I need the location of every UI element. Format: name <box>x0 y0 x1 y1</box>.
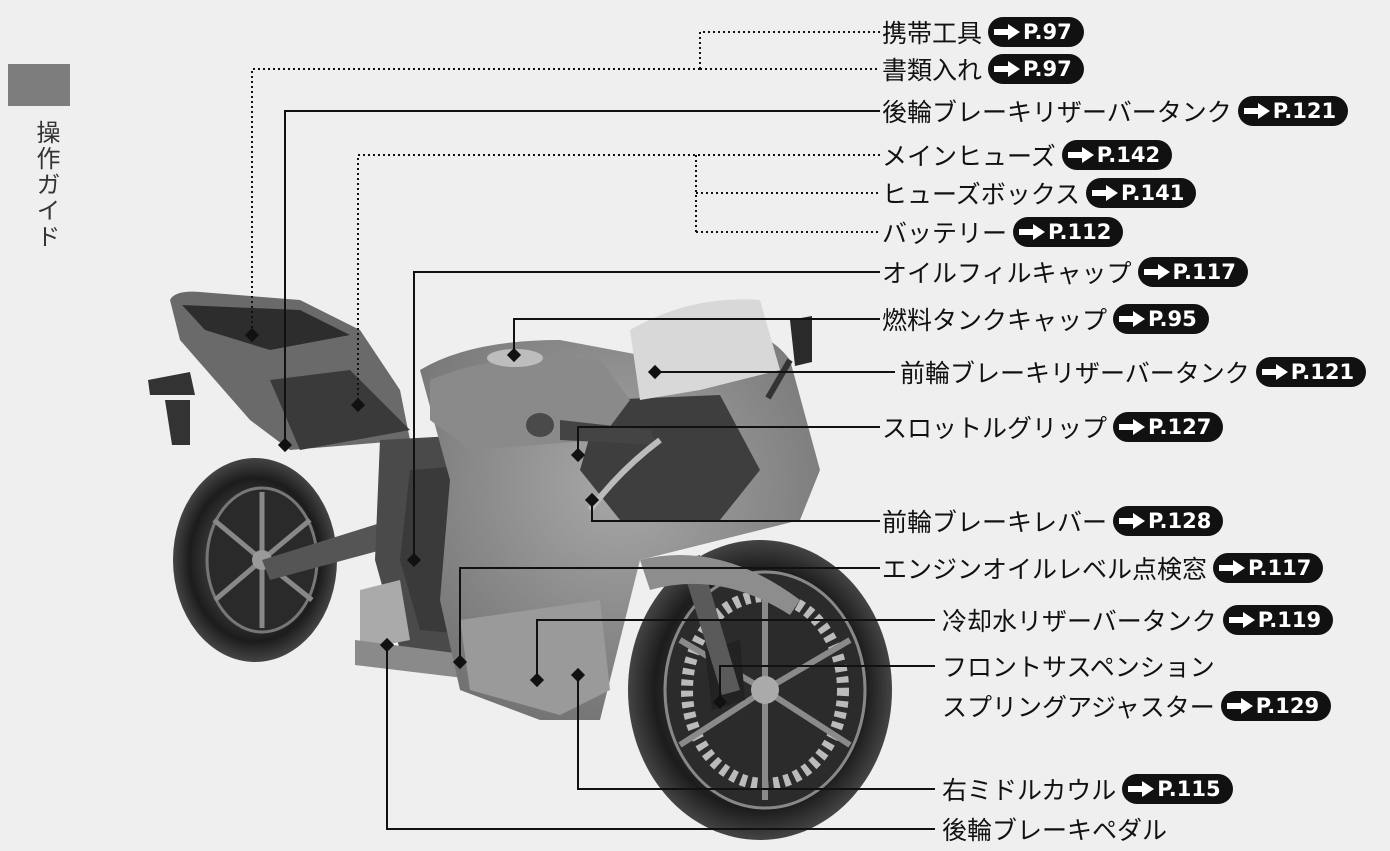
page-ref-badge[interactable]: P.128 <box>1113 506 1223 536</box>
page-ref-badge[interactable]: P.115 <box>1122 774 1232 804</box>
page-ref-badge[interactable]: P.121 <box>1256 357 1366 387</box>
arrow-right-icon <box>1229 612 1255 628</box>
label-right-middle-cowl: 右ミドルカウル P.115 <box>942 771 1233 807</box>
page-ref-badge[interactable]: P.112 <box>1013 217 1123 247</box>
arrow-right-icon <box>1227 698 1253 714</box>
label-battery: バッテリー P.112 <box>882 214 1123 250</box>
arrow-right-icon <box>1092 185 1118 201</box>
page-ref-badge[interactable]: P.97 <box>988 54 1084 84</box>
arrow-right-icon <box>1119 419 1145 435</box>
page-ref-badge[interactable]: P.117 <box>1213 553 1323 583</box>
arrow-right-icon <box>1244 103 1270 119</box>
label-front-brake-reservoir: 前輪ブレーキリザーバータンク P.121 <box>900 354 1366 390</box>
arrow-right-icon <box>1068 147 1094 163</box>
arrow-right-icon <box>1144 264 1170 280</box>
arrow-right-icon <box>994 61 1020 77</box>
arrow-right-icon <box>1019 224 1045 240</box>
arrow-right-icon <box>994 24 1020 40</box>
label-rear-brake-reservoir: 後輪ブレーキリザーバータンク P.121 <box>882 93 1348 129</box>
page-ref-badge[interactable]: P.121 <box>1238 96 1348 126</box>
arrow-right-icon <box>1219 560 1245 576</box>
arrow-right-icon <box>1128 781 1154 797</box>
label-fuel-tank-cap: 燃料タンクキャップ P.95 <box>882 301 1209 337</box>
page-ref-badge[interactable]: P.119 <box>1223 605 1333 635</box>
label-rear-brake-pedal: 後輪ブレーキペダル <box>942 811 1167 847</box>
label-front-brake-lever: 前輪ブレーキレバー P.128 <box>882 503 1223 539</box>
arrow-right-icon <box>1119 311 1145 327</box>
arrow-right-icon <box>1262 364 1288 380</box>
label-document-bag: 書類入れ P.97 <box>882 51 1084 87</box>
label-tool-kit: 携帯工具 P.97 <box>882 14 1084 50</box>
label-oil-fill-cap: オイルフィルキャップ P.117 <box>882 254 1248 290</box>
label-throttle-grip: スロットルグリップ P.127 <box>882 409 1223 445</box>
label-main-fuse: メインヒューズ P.142 <box>882 137 1172 173</box>
page-ref-badge[interactable]: P.129 <box>1221 691 1331 721</box>
page-ref-badge[interactable]: P.127 <box>1113 412 1223 442</box>
page-ref-badge[interactable]: P.97 <box>988 17 1084 47</box>
arrow-right-icon <box>1119 513 1145 529</box>
label-coolant-reservoir: 冷却水リザーバータンク P.119 <box>942 602 1333 638</box>
label-fuse-box: ヒューズボックス P.141 <box>882 175 1196 211</box>
motorcycle-illustration <box>148 292 892 840</box>
page-ref-badge[interactable]: P.95 <box>1113 304 1209 334</box>
label-front-suspension-adjuster: フロントサスペンション スプリングアジャスター P.129 <box>942 646 1331 726</box>
page-ref-badge[interactable]: P.142 <box>1062 140 1172 170</box>
page-ref-badge[interactable]: P.141 <box>1086 178 1196 208</box>
page-ref-badge[interactable]: P.117 <box>1138 257 1248 287</box>
label-oil-level-window: エンジンオイルレベル点検窓 P.117 <box>882 550 1323 586</box>
